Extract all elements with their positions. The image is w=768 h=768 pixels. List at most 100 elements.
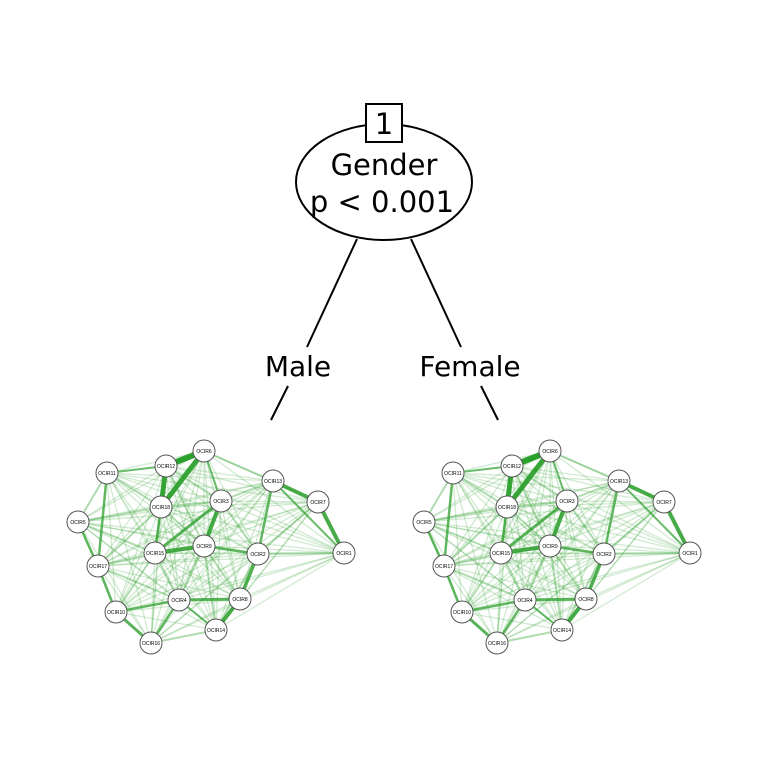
network-edge bbox=[154, 480, 274, 554]
network-edge bbox=[165, 465, 274, 482]
network-edge bbox=[500, 499, 568, 555]
network-node-label: OCIR5 bbox=[416, 520, 432, 526]
network-male: OCIR1OCIR2OCIR3OCIR4OCIR5OCIR6OCIR7OCIR8… bbox=[66, 439, 356, 655]
network-node bbox=[500, 454, 524, 478]
network-node-label: OCIR8 bbox=[232, 597, 248, 603]
network-edge bbox=[77, 465, 167, 523]
network-edge bbox=[524, 552, 691, 601]
network-node bbox=[678, 541, 702, 565]
network-edge bbox=[618, 480, 691, 554]
network-edge bbox=[115, 500, 222, 613]
network-edge bbox=[423, 501, 665, 523]
network-edge bbox=[443, 553, 605, 567]
network-edge bbox=[150, 500, 222, 644]
network-edge bbox=[549, 545, 691, 554]
network-node bbox=[209, 489, 233, 513]
network-node-label: OCIR10 bbox=[107, 610, 125, 616]
network-edge bbox=[97, 501, 319, 567]
network-edge bbox=[97, 480, 274, 567]
network-edge bbox=[511, 465, 563, 631]
network-edge bbox=[203, 450, 274, 482]
network-node-label: OCIR18 bbox=[152, 505, 170, 511]
node-id-box bbox=[365, 103, 403, 143]
network-edge bbox=[77, 521, 205, 547]
network-edge bbox=[496, 506, 508, 644]
network-edge bbox=[452, 472, 605, 555]
network-node-label: OCIR11 bbox=[98, 471, 116, 477]
network-edge bbox=[442, 472, 455, 567]
network-edge bbox=[461, 552, 691, 613]
network-edge bbox=[423, 480, 620, 523]
network-edge bbox=[585, 501, 665, 600]
network-edge bbox=[106, 472, 259, 555]
network-node bbox=[538, 534, 562, 558]
network-edge bbox=[443, 501, 665, 567]
network-node bbox=[513, 588, 537, 612]
network-edge bbox=[423, 521, 498, 644]
network-edge bbox=[150, 506, 162, 644]
network-node-label: OCIR15 bbox=[492, 551, 510, 557]
network-edge bbox=[77, 450, 205, 523]
network-node-label: OCIR2 bbox=[250, 552, 266, 558]
network-edge bbox=[77, 501, 319, 523]
network-edge bbox=[511, 465, 526, 601]
network-edge bbox=[452, 472, 691, 554]
network-node-label: OCIR11 bbox=[444, 471, 462, 477]
network-node bbox=[441, 461, 465, 485]
network-edge bbox=[160, 506, 345, 554]
network-edge bbox=[461, 506, 508, 613]
network-node bbox=[489, 541, 513, 565]
network-node bbox=[332, 541, 356, 565]
network-edge bbox=[443, 506, 508, 567]
network-edge bbox=[165, 465, 205, 547]
network-node-label: OCIR1 bbox=[682, 551, 698, 557]
network-edge bbox=[506, 506, 526, 601]
network-edge bbox=[423, 521, 551, 547]
network-female: OCIR1OCIR2OCIR3OCIR4OCIR5OCIR6OCIR7OCIR8… bbox=[412, 439, 702, 655]
network-node-label: OCIR2 bbox=[596, 552, 612, 558]
network-node bbox=[167, 588, 191, 612]
network-node-label: OCIR6 bbox=[542, 449, 558, 455]
network-edge bbox=[97, 500, 222, 567]
network-edge bbox=[106, 472, 180, 601]
network-edge bbox=[115, 506, 162, 613]
network-edge bbox=[524, 480, 620, 601]
network-edge bbox=[178, 553, 259, 601]
network-edge bbox=[603, 552, 691, 555]
branch-line-male-upper bbox=[306, 238, 358, 348]
network-edge bbox=[496, 480, 620, 644]
network-edge bbox=[239, 552, 345, 600]
network-node bbox=[149, 495, 173, 519]
branch-line-female-upper bbox=[410, 238, 462, 348]
network-edge bbox=[549, 480, 620, 547]
network-edge bbox=[165, 465, 217, 631]
network-node bbox=[574, 587, 598, 611]
network-node-label: OCIR17 bbox=[435, 564, 453, 570]
network-edge bbox=[150, 501, 319, 644]
network-edge bbox=[561, 480, 620, 631]
network-edge bbox=[203, 545, 345, 554]
network-edge bbox=[165, 465, 345, 554]
network-edge bbox=[165, 465, 180, 601]
network-edge bbox=[150, 598, 241, 644]
network-edge bbox=[154, 450, 205, 554]
network-edge bbox=[511, 465, 551, 547]
network-edge bbox=[115, 450, 205, 613]
p-value: p < 0.001 bbox=[310, 185, 454, 219]
network-node-label: OCIR3 bbox=[559, 499, 575, 505]
network-edge bbox=[115, 545, 205, 613]
network-node bbox=[412, 510, 436, 534]
network-edge bbox=[566, 500, 587, 600]
network-edge bbox=[500, 450, 551, 554]
network-edge bbox=[77, 521, 156, 554]
network-edge bbox=[524, 553, 605, 601]
network-edge bbox=[603, 501, 665, 555]
network-edge bbox=[524, 450, 551, 601]
network-node-label: OCIR13 bbox=[264, 479, 282, 485]
network-node bbox=[192, 439, 216, 463]
network-edge bbox=[506, 501, 665, 508]
network-edge bbox=[106, 472, 241, 600]
network-node bbox=[555, 489, 579, 513]
